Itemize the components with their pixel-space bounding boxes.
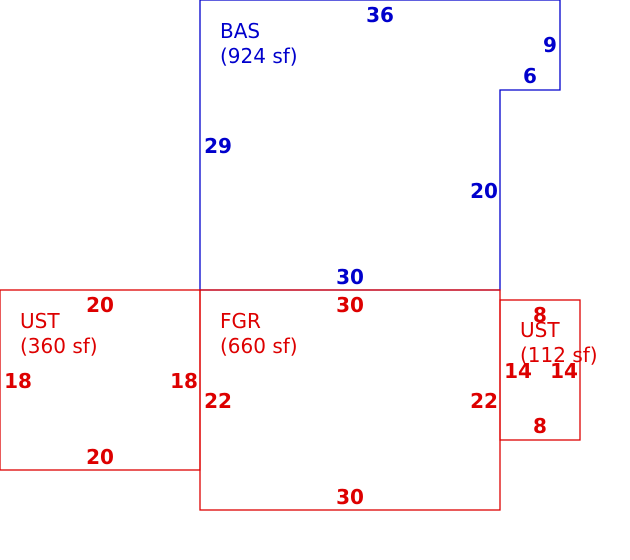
ust-left-dim-left: 18 — [4, 369, 32, 393]
ust-left-dim-right: 18 — [170, 369, 198, 393]
fgr-name-label: FGR — [220, 309, 261, 333]
ust-right-area-label: (112 sf) — [520, 343, 598, 367]
ust-right-dim-top: 8 — [533, 303, 547, 327]
ust-right-dim-left: 14 — [504, 359, 532, 383]
bas-name-label: BAS — [220, 19, 260, 43]
ust-right-dim-bottom: 8 — [533, 414, 547, 438]
bas-dim-right-upper: 9 — [543, 33, 557, 57]
ust-right-dim-right: 14 — [550, 359, 578, 383]
fgr-dim-top: 30 — [336, 293, 364, 317]
fgr-dim-left: 22 — [204, 389, 232, 413]
bas-dim-notch: 6 — [523, 64, 537, 88]
ust-left-dim-top: 20 — [86, 293, 114, 317]
ust-left-dim-bottom: 20 — [86, 445, 114, 469]
fgr-dim-right: 22 — [470, 389, 498, 413]
fgr-area-label: (660 sf) — [220, 334, 298, 358]
ust-right-name-label: UST — [520, 318, 560, 342]
bas-dim-right-lower: 20 — [470, 179, 498, 203]
ust-left-name-label: UST — [20, 309, 60, 333]
ust-left-area-label: (360 sf) — [20, 334, 98, 358]
ust-right-outline — [499, 299, 581, 441]
bas-dim-bottom: 30 — [336, 265, 364, 289]
bas-area-label: (924 sf) — [220, 44, 298, 68]
ust-left-outline — [0, 289, 201, 471]
bas-dim-left: 29 — [204, 134, 232, 158]
bas-dim-top: 36 — [366, 3, 394, 27]
fgr-dim-bottom: 30 — [336, 485, 364, 509]
